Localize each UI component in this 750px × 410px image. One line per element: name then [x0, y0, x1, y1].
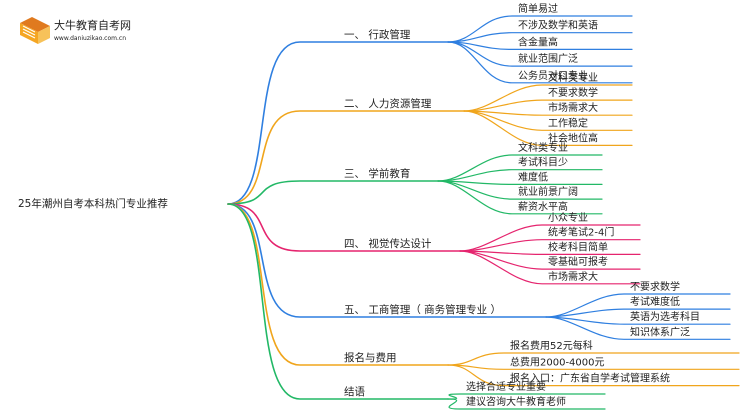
branch-connector — [227, 110, 465, 205]
leaf-label[interactable]: 考试难度低 — [630, 295, 680, 308]
branch-connector — [227, 180, 439, 205]
leaf-label[interactable]: 社会地位高 — [548, 131, 598, 144]
leaf-connector — [447, 32, 633, 43]
leaf-label[interactable]: 文科类专业 — [548, 71, 598, 84]
leaf-connector — [447, 398, 606, 410]
leaf-label[interactable]: 市场需求大 — [548, 101, 598, 114]
branch-label[interactable]: 结语 — [344, 385, 365, 398]
leaf-label[interactable]: 校考科目简单 — [548, 240, 608, 253]
leaf-label[interactable]: 建议咨询大牛教育老师 — [466, 395, 566, 408]
branch-label[interactable]: 四、 视觉传达设计 — [344, 237, 432, 250]
leaf-label[interactable]: 含金量高 — [518, 35, 558, 48]
leaf-label[interactable]: 公务员对口专业 — [518, 69, 588, 82]
leaf-label[interactable]: 报名费用52元每科 — [510, 339, 593, 352]
leaf-connector — [447, 352, 740, 366]
branch-label[interactable]: 二、 人力资源管理 — [344, 97, 432, 110]
branch-connector — [227, 203, 449, 366]
leaf-label[interactable]: 小众专业 — [548, 211, 588, 224]
book-logo-icon — [20, 17, 50, 44]
leaf-label[interactable]: 考试科目少 — [518, 156, 568, 169]
leaf-label[interactable]: 总费用2000-4000元 — [510, 355, 605, 368]
mindmap-links — [227, 15, 740, 410]
leaf-label[interactable]: 工作稳定 — [548, 116, 588, 129]
leaf-label[interactable]: 不要求数学 — [548, 86, 598, 99]
leaf-connector — [447, 15, 633, 43]
leaf-connector — [459, 250, 641, 285]
leaf-label[interactable]: 难度低 — [518, 170, 548, 183]
leaf-connector — [545, 316, 731, 340]
leaf-label[interactable]: 零基础可报考 — [548, 255, 608, 268]
leaf-label[interactable]: 就业范围广泛 — [518, 52, 578, 65]
leaf-label[interactable]: 知识体系广泛 — [630, 325, 690, 338]
leaf-connector — [447, 364, 740, 387]
leaf-label[interactable]: 不要求数学 — [630, 280, 680, 293]
leaf-label[interactable]: 选择合适专业重要 — [466, 380, 546, 393]
book-cover-back — [20, 17, 50, 32]
branch-connector — [227, 41, 449, 205]
branch-connector — [227, 203, 449, 400]
branch-connector — [227, 203, 461, 252]
logo-title: 大牛教育自考网 — [54, 18, 131, 32]
book-cover-front — [20, 23, 38, 44]
branch-connector — [227, 203, 547, 318]
leaf-label[interactable]: 简单易过 — [518, 2, 558, 15]
branch-label[interactable]: 报名与费用 — [344, 351, 397, 364]
book-pages — [22, 25, 36, 39]
leaf-label[interactable]: 不涉及数学和英语 — [518, 19, 598, 32]
leaf-label[interactable]: 报名入口：广东省自学考试管理系统 — [510, 372, 670, 385]
leaf-connector — [447, 393, 606, 400]
leaf-label[interactable]: 市场需求大 — [548, 270, 598, 283]
root-topic-label: 25年潮州自考本科热门专业推荐 — [18, 197, 168, 210]
leaf-connector — [437, 180, 603, 215]
branch-label[interactable]: 五、 工商管理（ 商务管理专业 ） — [344, 303, 501, 316]
leaf-label[interactable]: 英语为选考科目 — [630, 310, 700, 323]
leaf-connector — [447, 41, 633, 84]
leaf-connector — [463, 110, 633, 146]
leaf-label[interactable]: 就业前景广阔 — [518, 185, 578, 198]
mindmap-labels: 25年潮州自考本科热门专业推荐 一、 行政管理 简单易过不涉及数学和英语含金量高就… — [18, 2, 700, 408]
site-logo[interactable]: 大牛教育自考网 www.daniuzikao.com.cn — [20, 17, 131, 44]
book-spine — [38, 26, 50, 44]
leaf-label[interactable]: 薪资水平高 — [518, 200, 568, 213]
leaf-label[interactable]: 统考笔试2-4门 — [548, 226, 614, 239]
leaf-connector — [459, 239, 641, 252]
branch-label[interactable]: 一、 行政管理 — [344, 28, 411, 41]
leaf-label[interactable]: 文科类专业 — [518, 141, 568, 154]
logo-url: www.daniuzikao.com.cn — [54, 35, 126, 42]
branch-label[interactable]: 三、 学前教育 — [344, 167, 410, 180]
